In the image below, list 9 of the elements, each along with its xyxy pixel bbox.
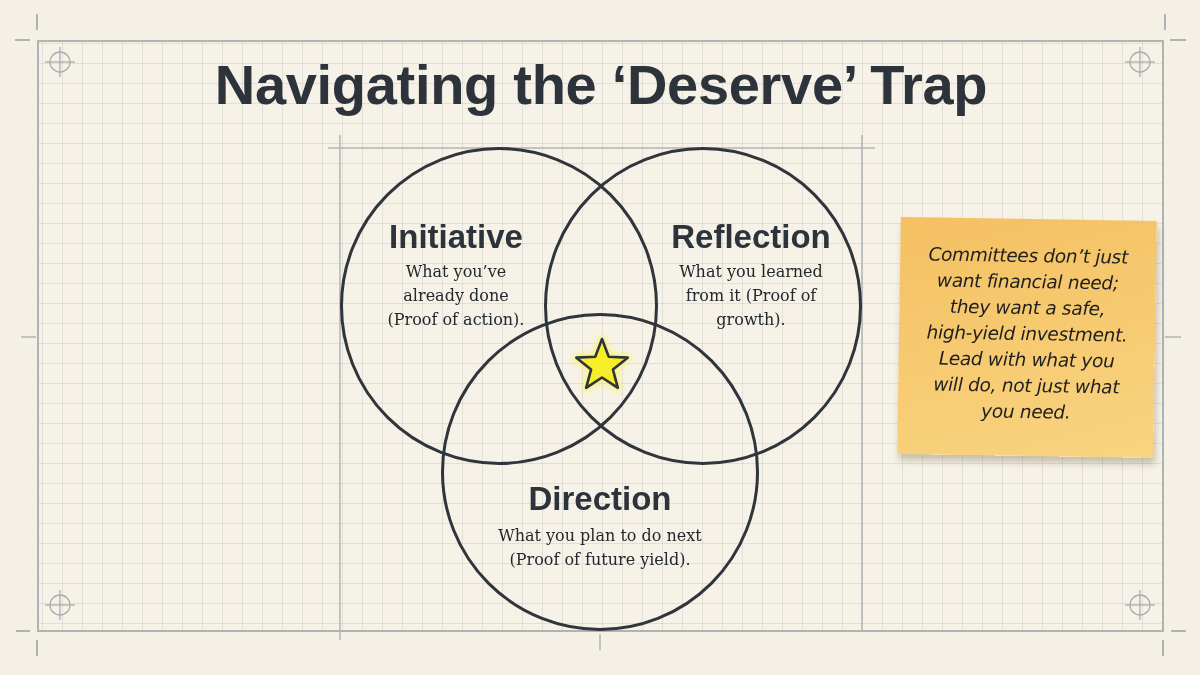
sticky-note — [897, 217, 1157, 458]
circle-heading: Direction — [528, 481, 672, 517]
circle-heading: Reflection — [671, 219, 831, 255]
circle-description: What you’ve already done (Proof of action). — [386, 261, 526, 331]
circle-heading: Initiative — [389, 219, 523, 255]
circle-description: What you plan to do next (Proof of future yield). — [497, 525, 703, 571]
note-text: Committees don’t just want financial need; they want a safe, high-yield investment. Lead with what you will do, not just what you need. — [925, 242, 1130, 425]
title: Navigating the ‘Deserve’ Trap — [214, 52, 988, 118]
circle-description: What you learned from it (Proof of growth). — [678, 261, 824, 331]
